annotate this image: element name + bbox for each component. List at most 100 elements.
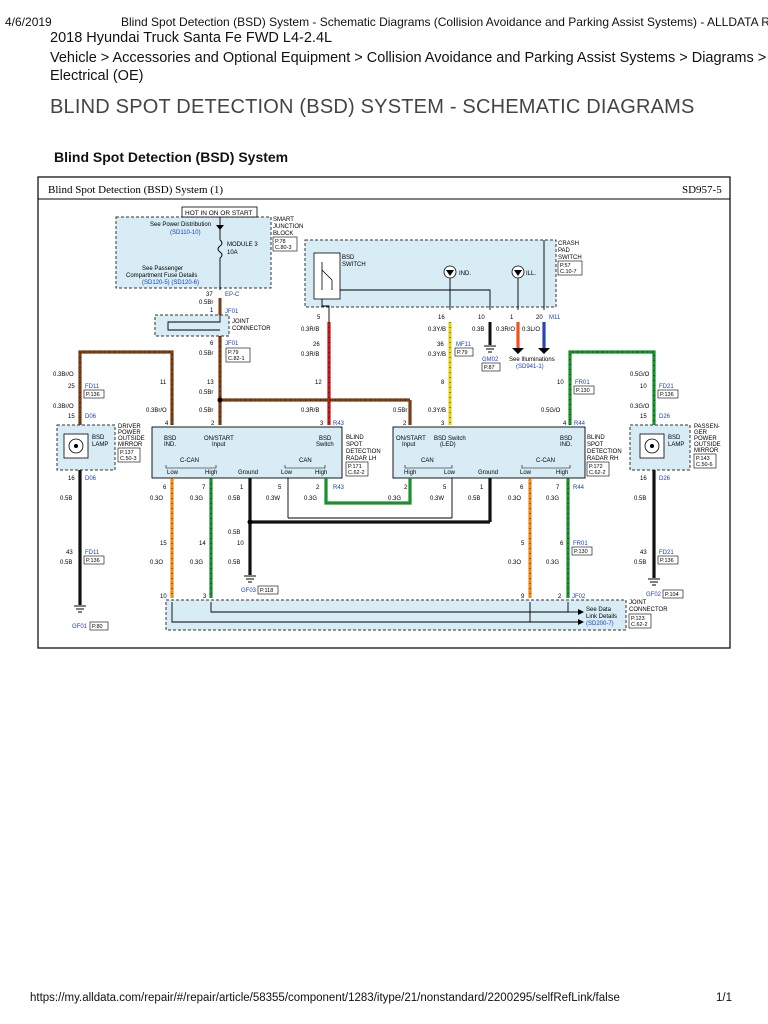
radar-lh-label-2: SPOT	[346, 442, 363, 448]
driver-mirror-label-2: POWER	[118, 430, 141, 436]
pin-25: 25	[68, 384, 75, 390]
page-title: BLIND SPOT DETECTION (BSD) SYSTEM - SCHE…	[50, 96, 695, 118]
jc2-ref-2: C.62-2	[631, 622, 648, 628]
pin-6c: 6	[520, 485, 524, 491]
driver-mirror-ref-1: P.137	[120, 450, 134, 456]
crash-ref-2: C.10-7	[560, 269, 577, 275]
sjb-label-2: JUNCTION	[273, 224, 303, 230]
radar-lh-ref-2: C.62-2	[348, 470, 365, 476]
wire-label: 0.5G/O	[630, 372, 650, 378]
fd21-ref-2: P.136	[660, 558, 674, 564]
jc2-label-1: JOINT	[629, 600, 647, 606]
pin-10: 10	[478, 315, 485, 321]
pin-14: 14	[199, 541, 206, 547]
see-power-text: See Power Distribution	[150, 222, 211, 228]
radar-rh-label-2: SPOT	[587, 442, 604, 448]
sjb-label-1: SMART	[273, 217, 294, 223]
rh-pin-label: Input	[402, 442, 416, 448]
pin-11: 11	[160, 380, 167, 386]
see-data-text-1: See Data	[586, 607, 612, 613]
wire-label: 0.3O	[150, 496, 163, 502]
lh-pin-label: BSD	[319, 436, 332, 442]
pin-37: 37	[206, 292, 213, 298]
pin-2d: 2	[404, 485, 408, 491]
wire-label: 0.3G	[190, 496, 203, 502]
see-illum-text: See Illuminations	[509, 357, 555, 363]
joint-connector-jf01	[154, 314, 230, 337]
pin-6b: 6	[163, 485, 167, 491]
rh-pin-label: Ground	[478, 470, 498, 476]
wire-label: 0.5B	[60, 560, 72, 566]
pin-7: 7	[202, 485, 206, 491]
pin-2c: 2	[316, 485, 320, 491]
pass-mirror-label-3: POWER	[694, 436, 717, 442]
section-title: Blind Spot Detection (BSD) System	[54, 149, 289, 165]
crash-label-3: SWITCH	[558, 255, 582, 261]
pass-mirror-ref-1: P.143	[696, 456, 710, 462]
ground-icon	[648, 578, 660, 586]
pin-2e: 2	[558, 594, 562, 600]
arrow-icon	[578, 609, 584, 625]
pin-15: 15	[68, 414, 75, 420]
fuse-icon	[217, 239, 223, 259]
hot-label: HOT IN ON OR START	[185, 210, 253, 217]
gf01-ref: P.80	[92, 624, 103, 630]
gf02-ref: P.104	[665, 592, 679, 598]
wire-brown-lh-ind	[78, 350, 174, 425]
pin-16: 16	[438, 315, 445, 321]
pin-8: 8	[441, 380, 445, 386]
bsd-lamp-label-1: BSD	[92, 435, 105, 441]
r43-label: R43	[333, 421, 345, 427]
gm02-label: GM02	[482, 357, 499, 363]
wire-label: 0.5B	[228, 560, 240, 566]
breadcrumb-continued[interactable]: Electrical (OE)	[50, 68, 144, 84]
wire-label: 0.3Br/O	[53, 404, 74, 410]
wire-label: 0.3R/B	[301, 352, 319, 358]
fr01-label-2: FR01	[573, 541, 588, 547]
wire-label: 0.3W	[266, 496, 280, 502]
wire-label: 0.3W	[430, 496, 444, 502]
pin-16b: 16	[68, 476, 75, 482]
radar-rh-label-1: BLIND	[587, 435, 605, 441]
rh-pin-label: CAN	[421, 458, 434, 464]
jc-label-1: JOINT	[232, 319, 250, 325]
wire-label: 0.5G/O	[541, 408, 561, 414]
mf11-label: MF11	[456, 342, 472, 348]
see-data-text-2: Link Details	[586, 614, 617, 620]
pin-9: 9	[521, 594, 525, 600]
d06-label-2: D06	[85, 476, 97, 482]
d26-label-2: D26	[659, 476, 671, 482]
jc2-ref-1: P.123	[631, 616, 645, 622]
wire-label: 0.3O	[508, 496, 521, 502]
fd11-label: FD11	[85, 384, 100, 390]
lh-pin-label: C-CAN	[180, 458, 199, 464]
arrow-icon	[512, 348, 550, 354]
wire-label: 0.3G/O	[630, 404, 650, 410]
rh-pin-label: High	[404, 470, 416, 476]
bsd-lamp-label-3: BSD	[668, 435, 681, 441]
pass-mirror-label-5: MIRROR	[694, 448, 719, 454]
footer-url[interactable]: https://my.alldata.com/repair/#/repair/a…	[30, 992, 620, 1004]
wire-green-private-can	[324, 478, 412, 505]
smart-junction-block	[115, 216, 272, 289]
lh-pin-label: IND.	[164, 442, 176, 448]
gf03-label: GF03	[241, 588, 257, 594]
jf01-label: JF01	[225, 309, 239, 315]
pin-43: 43	[66, 550, 73, 556]
pin-36: 36	[437, 342, 444, 348]
wire-label: 0.5B	[468, 496, 480, 502]
module-label: MODULE 3	[227, 242, 258, 248]
see-data-ref: (SD200-7)	[586, 621, 614, 627]
wire-label: 0.3Y/B	[428, 327, 446, 333]
d06-label: D06	[85, 414, 97, 420]
lh-pin-label: BSD	[164, 436, 177, 442]
breadcrumb[interactable]: Vehicle > Accessories and Optional Equip…	[50, 50, 767, 66]
pin-16c: 16	[640, 476, 647, 482]
fd11-ref-2: P.136	[86, 558, 100, 564]
wire-label: 0.5Br	[199, 390, 213, 396]
driver-mirror-label-4: MIRROR	[118, 442, 143, 448]
pin-43b: 43	[640, 550, 647, 556]
rh-pin-label: BSD Switch	[434, 436, 466, 442]
wire-label: 0.3G	[546, 560, 559, 566]
pass-mirror-label-1: PASSEN-	[694, 424, 720, 430]
